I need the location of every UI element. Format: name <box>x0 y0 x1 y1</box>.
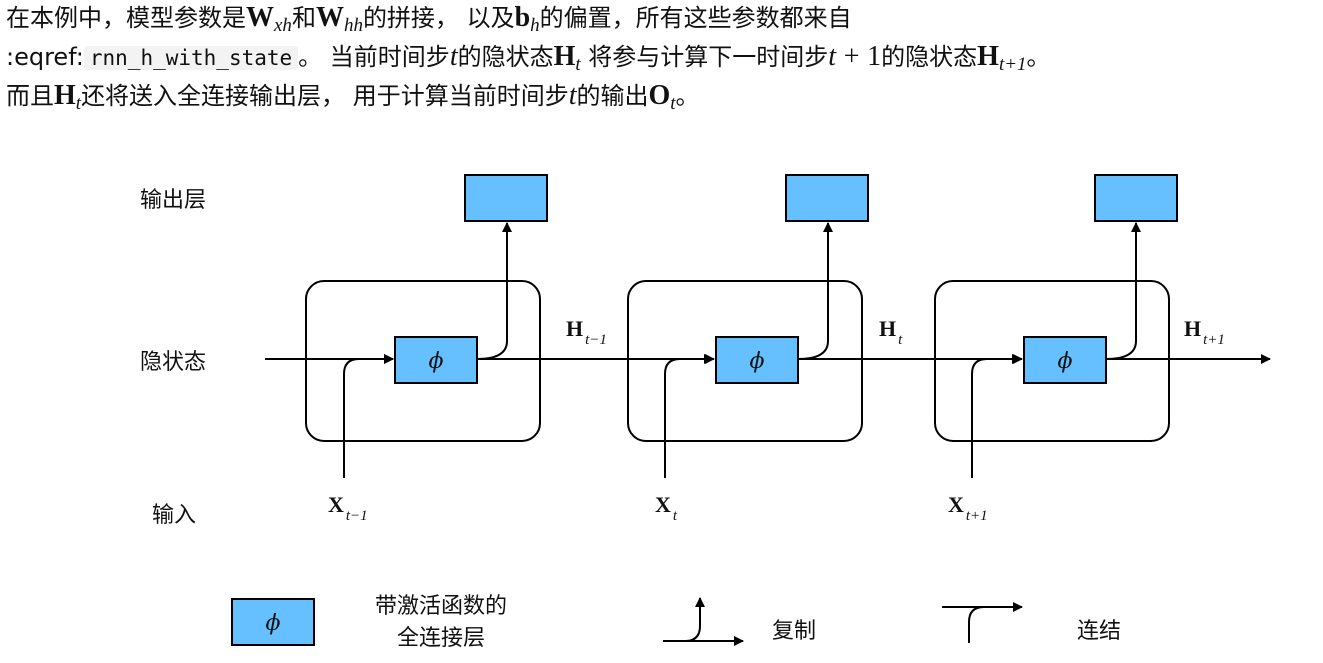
math-sub: t <box>575 54 581 75</box>
phi-symbol: ϕ <box>750 349 765 374</box>
output-copy-arrow <box>476 222 512 360</box>
text: 将参与计算下一时间步 <box>588 43 829 71</box>
output-box <box>1094 174 1178 222</box>
activation-box <box>1023 336 1107 384</box>
paragraph-line-2: :eqref:rnn_h_with_state。 当前时间步t的隐状态Ht 将参… <box>6 41 1321 80</box>
math-sub: t <box>670 93 676 114</box>
text: 的输出 <box>576 82 649 110</box>
math-o: O <box>648 80 671 111</box>
text: 在本例中，模型参数是 <box>6 4 246 32</box>
legend-copy-up-arrow <box>663 597 705 642</box>
paragraph-line-3: 而且Ht还将送入全连接输出层， 用于计算当前时间步t的输出Ot。 <box>6 80 1321 119</box>
text: 而且 <box>6 82 54 110</box>
row-label-hidden: 隐状态 <box>140 350 206 375</box>
math-sub: t+1 <box>998 54 1027 75</box>
math-t: t <box>828 41 837 72</box>
text: 的隐状态 <box>457 43 554 71</box>
paragraph-line-1: 在本例中，模型参数是Wxh和Whh的拼接， 以及bh的偏置，所有这些参数都来自 <box>6 2 1321 41</box>
input-concat-arrow <box>343 354 394 478</box>
math-h: H <box>977 41 999 72</box>
cell-frame <box>627 280 863 442</box>
legend-concat-arrow <box>968 602 1023 643</box>
input-concat-arrow <box>971 354 1023 478</box>
math-w: W <box>315 2 344 33</box>
math-one: 1 <box>867 41 882 72</box>
row-label-input: 输入 <box>152 503 196 528</box>
legend-fc-label-2: 全连接层 <box>397 626 485 651</box>
text: 。 <box>1026 43 1051 71</box>
text: 。 当前时间步 <box>298 43 450 71</box>
math-sub: xh <box>274 15 292 36</box>
math-h: H <box>553 41 576 72</box>
paragraph: 在本例中，模型参数是Wxh和Whh的拼接， 以及bh的偏置，所有这些参数都来自 … <box>6 2 1321 119</box>
output-box <box>464 174 548 222</box>
math-sub: h <box>530 15 540 36</box>
math-w: W <box>246 2 274 33</box>
activation-box <box>394 336 478 384</box>
legend-copy-label: 复制 <box>772 619 816 644</box>
math-sub: t <box>75 93 82 114</box>
legend-fc-box <box>231 598 315 646</box>
math-t: t <box>568 80 577 111</box>
text: 的偏置，所有这些参数都来自 <box>539 4 852 32</box>
eqref-code: rnn_h_with_state <box>83 46 299 70</box>
activation-box <box>715 336 799 384</box>
text: 和 <box>291 4 316 32</box>
math-t: t <box>449 41 458 72</box>
legend-fc-label-1: 带激活函数的 <box>375 594 507 619</box>
cell-frame <box>934 280 1170 442</box>
math-plus: + <box>843 41 860 72</box>
math-h: H <box>54 80 76 111</box>
text: 的拼接， 以及 <box>362 4 515 32</box>
legend-concat-label: 连结 <box>1077 619 1121 644</box>
output-copy-arrow <box>797 222 833 360</box>
phi-symbol: ϕ <box>1058 349 1073 374</box>
text: 还将送入全连接输出层， 用于计算当前时间步 <box>81 82 569 110</box>
cell-frame <box>305 280 541 442</box>
legend: ϕ 带激活函数的 全连接层 复制 连结 <box>231 594 1121 651</box>
math-b: b <box>514 2 531 33</box>
math-sub: hh <box>343 15 363 36</box>
text: 的隐状态 <box>881 43 978 71</box>
text: 。 <box>675 82 700 110</box>
row-label-output: 输出层 <box>140 188 206 213</box>
output-box <box>785 174 869 222</box>
text: :eqref: <box>6 43 84 71</box>
output-copy-arrow <box>1105 222 1141 360</box>
legend-phi-symbol: ϕ <box>266 611 281 636</box>
input-concat-arrow <box>664 354 715 478</box>
phi-symbol: ϕ <box>429 349 444 374</box>
